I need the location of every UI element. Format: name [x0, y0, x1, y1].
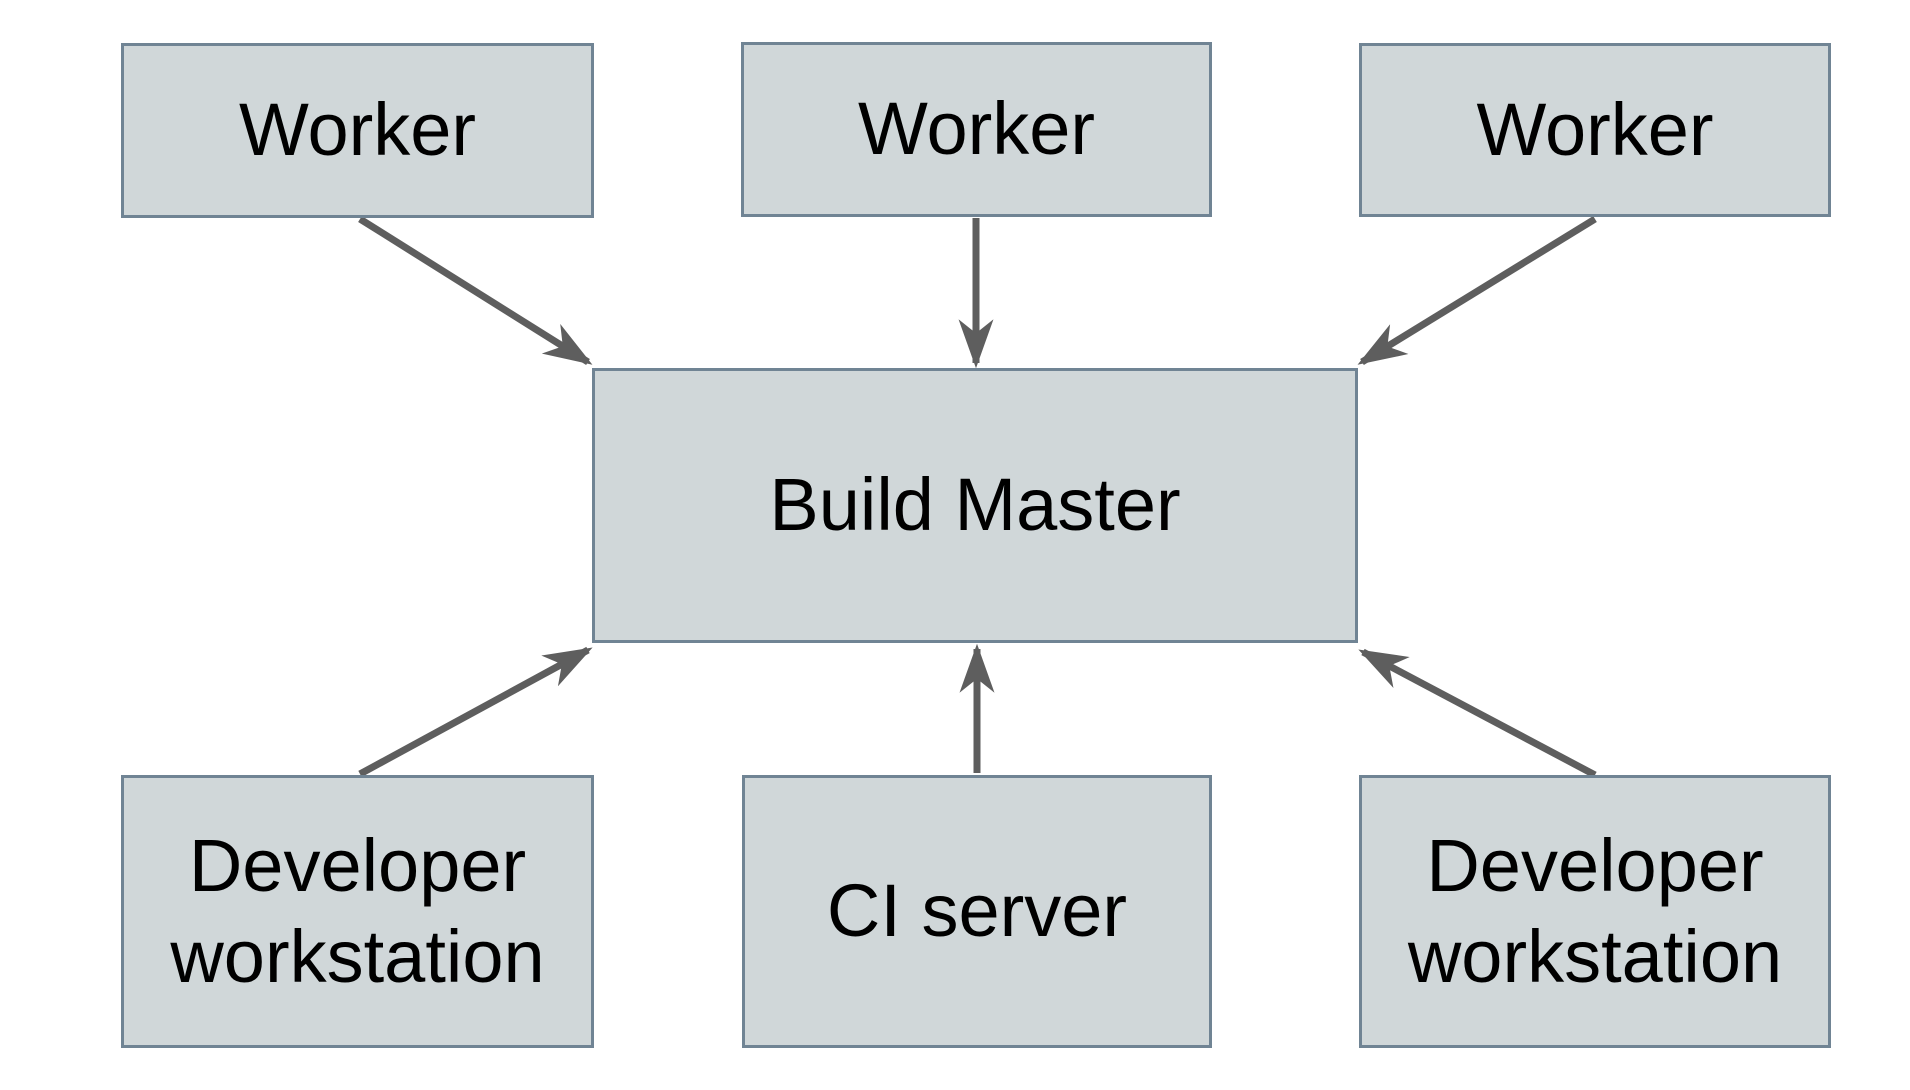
- arrow-devright-to-buildmaster: [1358, 648, 1597, 779]
- arrow-worker1-to-buildmaster: [358, 216, 593, 365]
- node-ci-server: CI server: [742, 775, 1212, 1048]
- node-developer-workstation-right-label: Developer workstation: [1407, 824, 1783, 998]
- node-worker-3: Worker: [1359, 43, 1831, 217]
- node-build-master: Build Master: [592, 368, 1358, 643]
- node-build-master-label: Build Master: [769, 463, 1181, 547]
- node-worker-1: Worker: [121, 43, 594, 218]
- arrow-devleft-to-buildmaster: [358, 646, 593, 778]
- node-ci-server-label: CI server: [826, 869, 1128, 953]
- node-worker-1-label: Worker: [238, 88, 477, 172]
- node-developer-workstation-left-label: Developer workstation: [170, 824, 545, 998]
- node-worker-2-label: Worker: [857, 87, 1096, 171]
- node-developer-workstation-right: Developer workstation: [1359, 775, 1831, 1048]
- arrow-worker3-to-buildmaster: [1357, 216, 1597, 365]
- node-developer-workstation-left: Developer workstation: [121, 775, 594, 1048]
- node-worker-3-label: Worker: [1476, 87, 1714, 171]
- node-worker-2: Worker: [741, 42, 1212, 217]
